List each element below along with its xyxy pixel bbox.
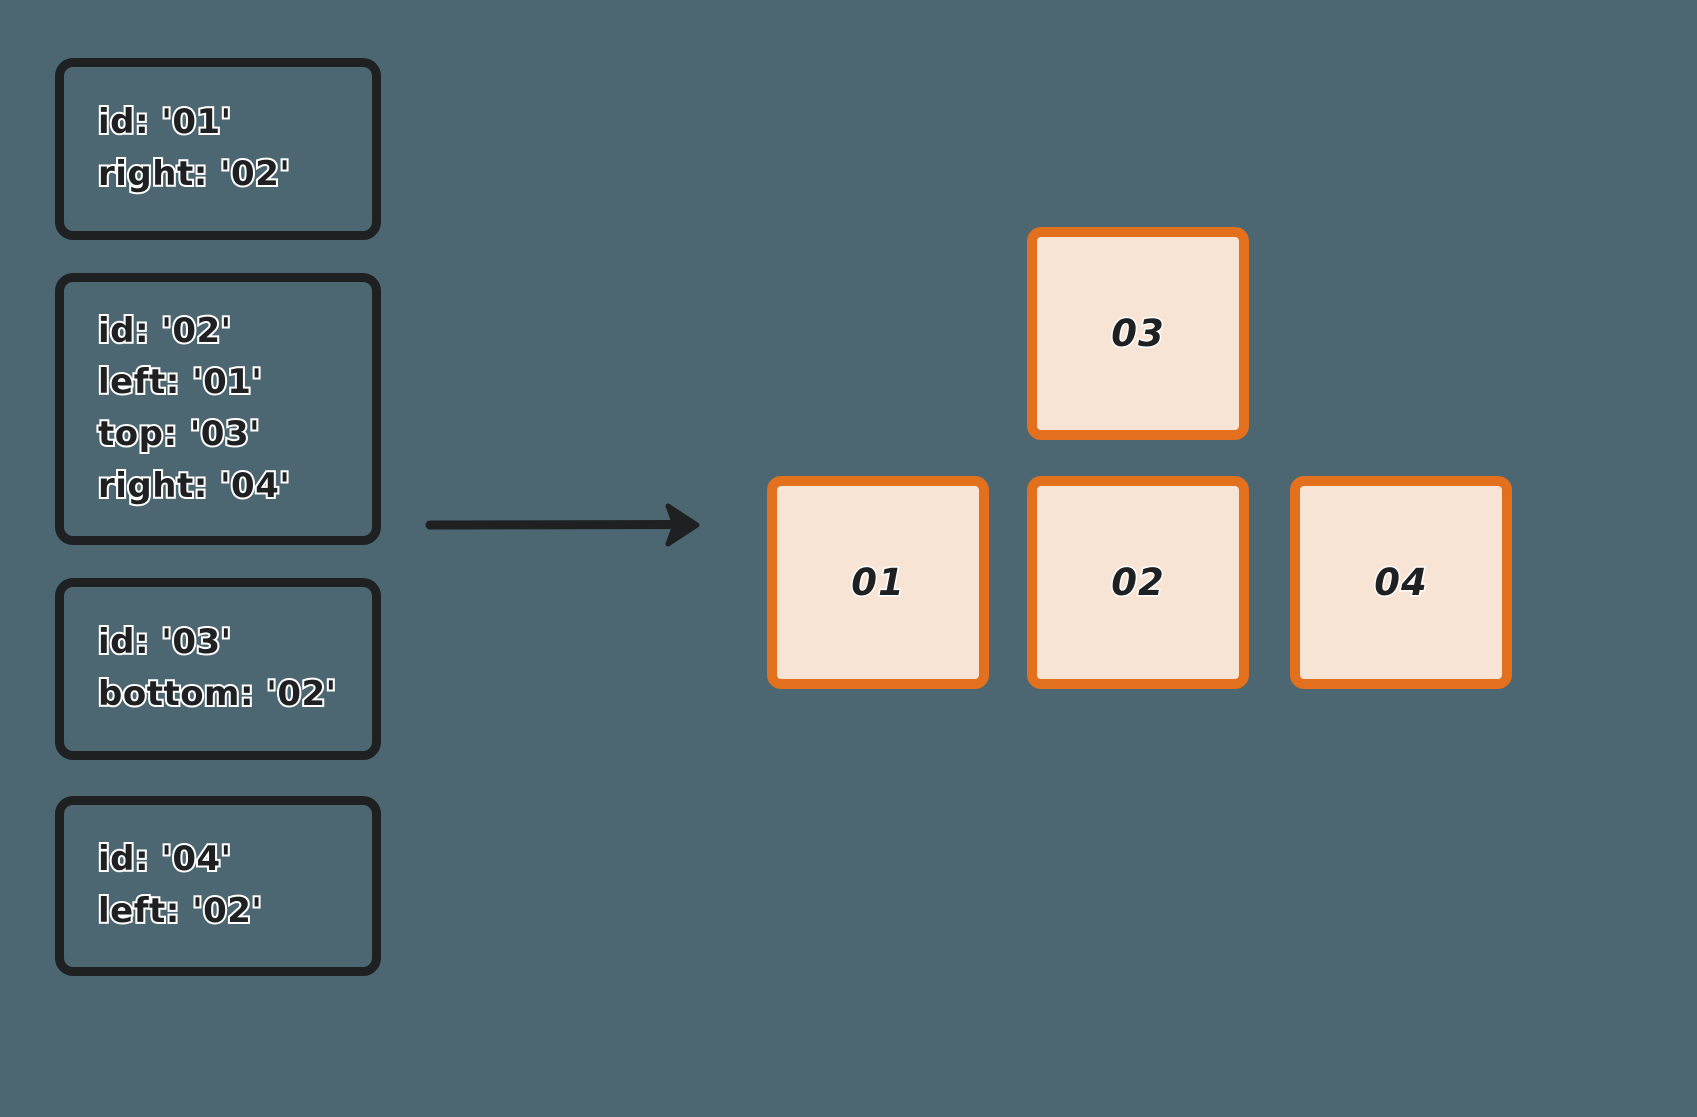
tile-03[interactable]: 03 (1027, 227, 1249, 440)
spec-line: id: '01' (96, 100, 233, 144)
spec-line: id: '03' (96, 620, 233, 664)
spec-line: id: '02' (96, 309, 233, 353)
spec-line: left: '01' (96, 360, 264, 404)
tile-04[interactable]: 04 (1290, 476, 1512, 689)
spec-box-01: id: '01' right: '02' (55, 58, 381, 240)
spec-line: right: '04' (96, 464, 292, 508)
spec-line: bottom: '02' (96, 672, 338, 716)
spec-line: left: '02' (96, 889, 264, 933)
spec-line: id: '04' (96, 837, 233, 881)
spec-line: top: '03' (96, 412, 262, 456)
tile-label: 02 (1110, 560, 1165, 606)
tile-02[interactable]: 02 (1027, 476, 1249, 689)
tile-label: 04 (1373, 560, 1428, 606)
spec-box-03: id: '03' bottom: '02' (55, 578, 381, 760)
arrow-icon (425, 495, 710, 555)
tile-01[interactable]: 01 (767, 476, 989, 689)
tile-label: 01 (850, 560, 905, 606)
spec-line: right: '02' (96, 152, 292, 196)
spec-box-04: id: '04' left: '02' (55, 796, 381, 976)
spec-box-02: id: '02' left: '01' top: '03' right: '04… (55, 273, 381, 545)
tile-label: 03 (1110, 311, 1165, 357)
